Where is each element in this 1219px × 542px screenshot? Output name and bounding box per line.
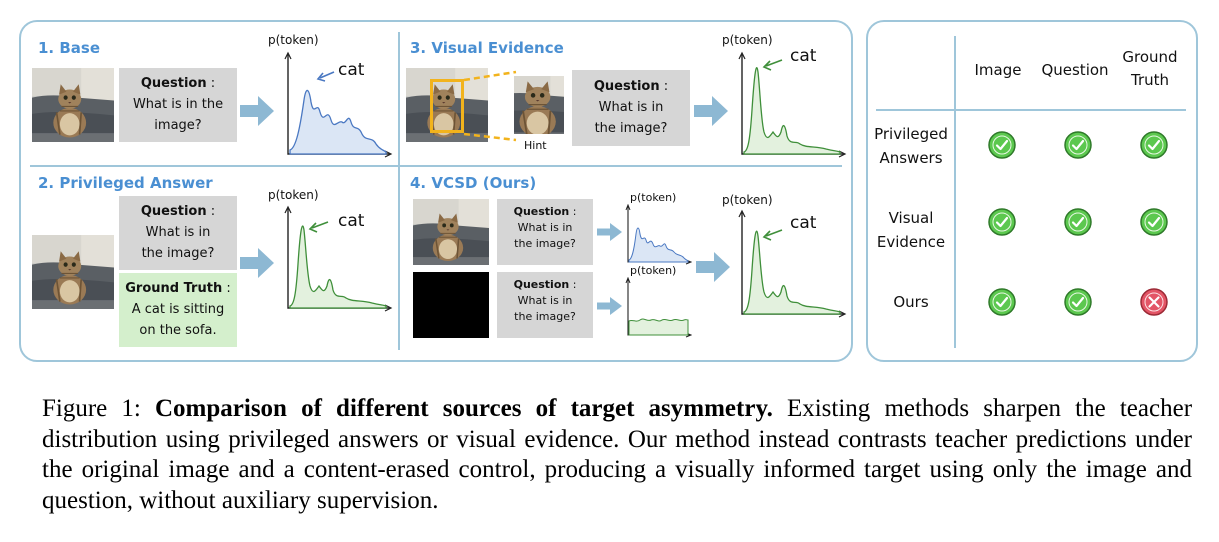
axis-label: p(token) (722, 33, 773, 47)
distribution-chart-vcsd-target (738, 209, 847, 318)
question-box-vcsd-erased: Question : What is in the image? (497, 272, 593, 338)
axis-label: p(token) (268, 33, 319, 47)
question-label: Question (513, 205, 570, 218)
black-image-icon (413, 272, 489, 338)
hint-box-icon (430, 79, 464, 133)
column-header-question: Question (1041, 61, 1109, 79)
peak-label: cat (338, 60, 365, 80)
question-box-vcsd-original: Question : What is in the image? (497, 199, 593, 265)
question-label: Question (140, 76, 207, 91)
cross-icon (1139, 287, 1169, 317)
column-header-image: Image (974, 61, 1022, 79)
question-box-base: Question : What is in the image? (119, 68, 237, 142)
cat-crop-icon (514, 76, 564, 134)
row-header-privileged-answers: Privileged Answers (874, 125, 948, 167)
ground-truth-label: Ground Truth (125, 281, 223, 296)
check-icon (987, 287, 1017, 317)
arrow-icon (597, 223, 622, 241)
distribution-chart-visual-evidence (738, 51, 847, 158)
section-title-visual-evidence: 3. Visual Evidence (410, 39, 564, 57)
hint-label: Hint (524, 139, 547, 152)
question-box-privileged-answer: Question : What is in the image? (119, 196, 237, 270)
table-horizontal-rule (876, 109, 1186, 111)
question-text: What is in the image? (514, 221, 576, 250)
ground-truth-box: Ground Truth : A cat is sitting on the s… (119, 273, 237, 347)
axis-label: p(token) (630, 264, 677, 277)
check-icon (987, 130, 1017, 160)
check-icon (1139, 207, 1169, 237)
question-text: What is in the image? (594, 100, 668, 136)
distribution-chart-privileged-answer (284, 205, 393, 312)
arrow-icon (696, 252, 730, 282)
distribution-chart-vcsd-original (625, 204, 692, 265)
check-icon (987, 207, 1017, 237)
caption-body: Existing methods sharpen the teacher dis… (42, 395, 1193, 514)
row-header-visual-evidence: Visual Evidence (876, 209, 946, 251)
question-label: Question (140, 204, 207, 219)
caption-title: Comparison of different sources of targe… (155, 395, 773, 422)
question-text: What is in the image? (141, 225, 215, 261)
question-box-visual-evidence: Question : What is in the image? (572, 70, 690, 146)
peak-label: cat (338, 211, 365, 231)
axis-label: p(token) (722, 193, 773, 207)
caption-prefix: Figure 1: (42, 395, 155, 422)
vertical-divider (398, 32, 400, 350)
peak-label: cat (790, 46, 817, 66)
axis-label: p(token) (268, 188, 319, 202)
distribution-chart-base (284, 51, 393, 158)
section-title-base: 1. Base (38, 39, 101, 57)
check-icon (1139, 130, 1169, 160)
section-title-vcsd: 4. VCSD (Ours) (410, 174, 537, 192)
horizontal-divider (30, 165, 842, 167)
axis-label: p(token) (630, 191, 677, 204)
distribution-chart-vcsd-erased (625, 277, 692, 338)
peak-label: cat (790, 213, 817, 233)
figure-caption: Figure 1: Comparison of different source… (42, 394, 1192, 516)
row-header-ours: Ours (893, 293, 929, 311)
question-text: What is in the image? (132, 97, 224, 133)
cat-photo-icon (32, 68, 114, 142)
arrow-icon (597, 297, 622, 315)
table-vertical-rule (954, 36, 956, 348)
arrow-icon (240, 96, 274, 126)
ground-truth-text: A cat is sitting on the sofa. (131, 302, 225, 338)
arrow-icon (240, 248, 274, 278)
zoom-lines-icon (463, 70, 517, 142)
cat-photo-icon (32, 235, 114, 309)
check-icon (1063, 287, 1093, 317)
column-header-ground-truth: Ground Truth (1122, 48, 1178, 89)
section-title-privileged-answer: 2. Privileged Answer (38, 174, 213, 192)
check-icon (1063, 130, 1093, 160)
arrow-icon (694, 96, 728, 126)
question-label: Question (513, 278, 570, 291)
question-label: Question (593, 79, 660, 94)
cat-photo-icon (413, 199, 489, 265)
check-icon (1063, 207, 1093, 237)
question-text: What is in the image? (514, 294, 576, 323)
